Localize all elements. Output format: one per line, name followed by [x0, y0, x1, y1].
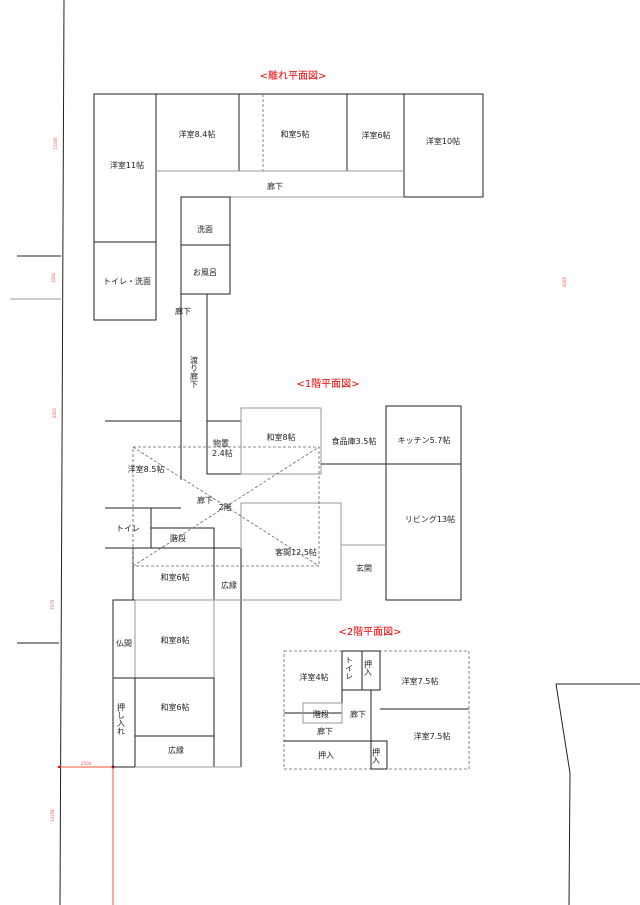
corridor-label: 廊下	[267, 181, 283, 191]
room-japanese-6: 和室6帖	[160, 572, 189, 582]
site-boundary	[10, 0, 640, 905]
passage-label: 渡り廊下	[190, 355, 199, 389]
room-oshiire: 押し入れ	[117, 702, 126, 735]
room-closet: 押入	[372, 747, 381, 764]
corridor-label: 廊下	[317, 726, 333, 736]
room-pantry: 食品庫3.5帖	[332, 436, 377, 446]
room-veranda-2: 広縁	[168, 745, 184, 755]
floor2-title: <2階平面図>	[338, 626, 401, 638]
dimension-labels: 13206 1000 2001 1575 2504 14158 4085	[50, 137, 567, 822]
room-storage: 物置	[213, 438, 229, 448]
room-living: リビング13帖	[405, 514, 455, 524]
corridor-label: 廊下	[350, 709, 366, 719]
floor1-plan: <1階平面図> 物置 2.4帖 和室8帖 食品庫3.5帖 キッチン5.7帖 洋室…	[105, 378, 462, 768]
room-japanese-8: 和室8帖	[266, 432, 295, 442]
room-western-8-4: 洋室8.4帖	[179, 129, 216, 139]
room-western-10: 洋室10帖	[426, 136, 460, 146]
room-stairs: 階段	[313, 709, 329, 719]
floor1-title: <1階平面図>	[296, 378, 359, 390]
room-entrance: 玄関	[356, 563, 372, 573]
annex-title: <離れ平面図>	[260, 69, 327, 82]
annex-plan: <離れ平面図> 洋室11帖 トイレ・洗面 洋室8.4帖 和室5帖 洋室6帖 洋室…	[93, 69, 484, 480]
room-toilet: トイレ	[116, 524, 140, 533]
floor2-plan: <2階平面図> 洋室4帖 トイレ 押入 洋室7.5帖 階段 廊下 廊下 洋室7.…	[283, 626, 470, 770]
room-japanese-5: 和室5帖	[280, 129, 309, 139]
dimension-label: 4085	[562, 276, 567, 287]
room-toilet: トイレ	[345, 656, 354, 680]
room-japanese-8b: 和室8帖	[160, 635, 189, 645]
room-closet: 押入	[318, 750, 334, 760]
room-bath: お風呂	[193, 268, 217, 277]
dimension-label: 13206	[53, 137, 58, 150]
corridor-label: 廊下	[197, 495, 213, 505]
dimension-label: 2001	[52, 407, 57, 418]
room-western-11: 洋室11帖	[110, 160, 144, 170]
room-kitchen: キッチン5.7帖	[398, 435, 451, 445]
overlay-2f-label: 2階	[218, 502, 231, 512]
room-washroom: 洗面	[197, 224, 213, 234]
room-western-8-5: 洋室8.5帖	[128, 464, 165, 474]
corridor-label: 廊下	[175, 306, 191, 316]
dimension-label: 1000	[51, 272, 56, 283]
room-toilet-wash: トイレ・洗面	[103, 276, 151, 286]
room-veranda: 広縁	[221, 580, 237, 590]
room-western-6: 洋室6帖	[361, 130, 390, 140]
room-guest: 客間12.5帖	[275, 547, 317, 557]
dimension-label: 2504	[81, 761, 92, 766]
dimension-label: 14158	[50, 809, 55, 822]
room-japanese-6b: 和室6帖	[160, 702, 189, 712]
room-stairs: 階段	[170, 533, 186, 543]
room-western-4: 洋室4帖	[299, 672, 328, 682]
room-western-b: 洋室7.5帖	[414, 731, 451, 741]
room-butsuma: 仏間	[116, 639, 132, 648]
room-closet: 押入	[364, 659, 373, 676]
room-western-7-5: 洋室7.5帖	[402, 676, 439, 686]
room-storage-size: 2.4帖	[212, 448, 233, 458]
dimension-label: 1575	[50, 599, 55, 610]
